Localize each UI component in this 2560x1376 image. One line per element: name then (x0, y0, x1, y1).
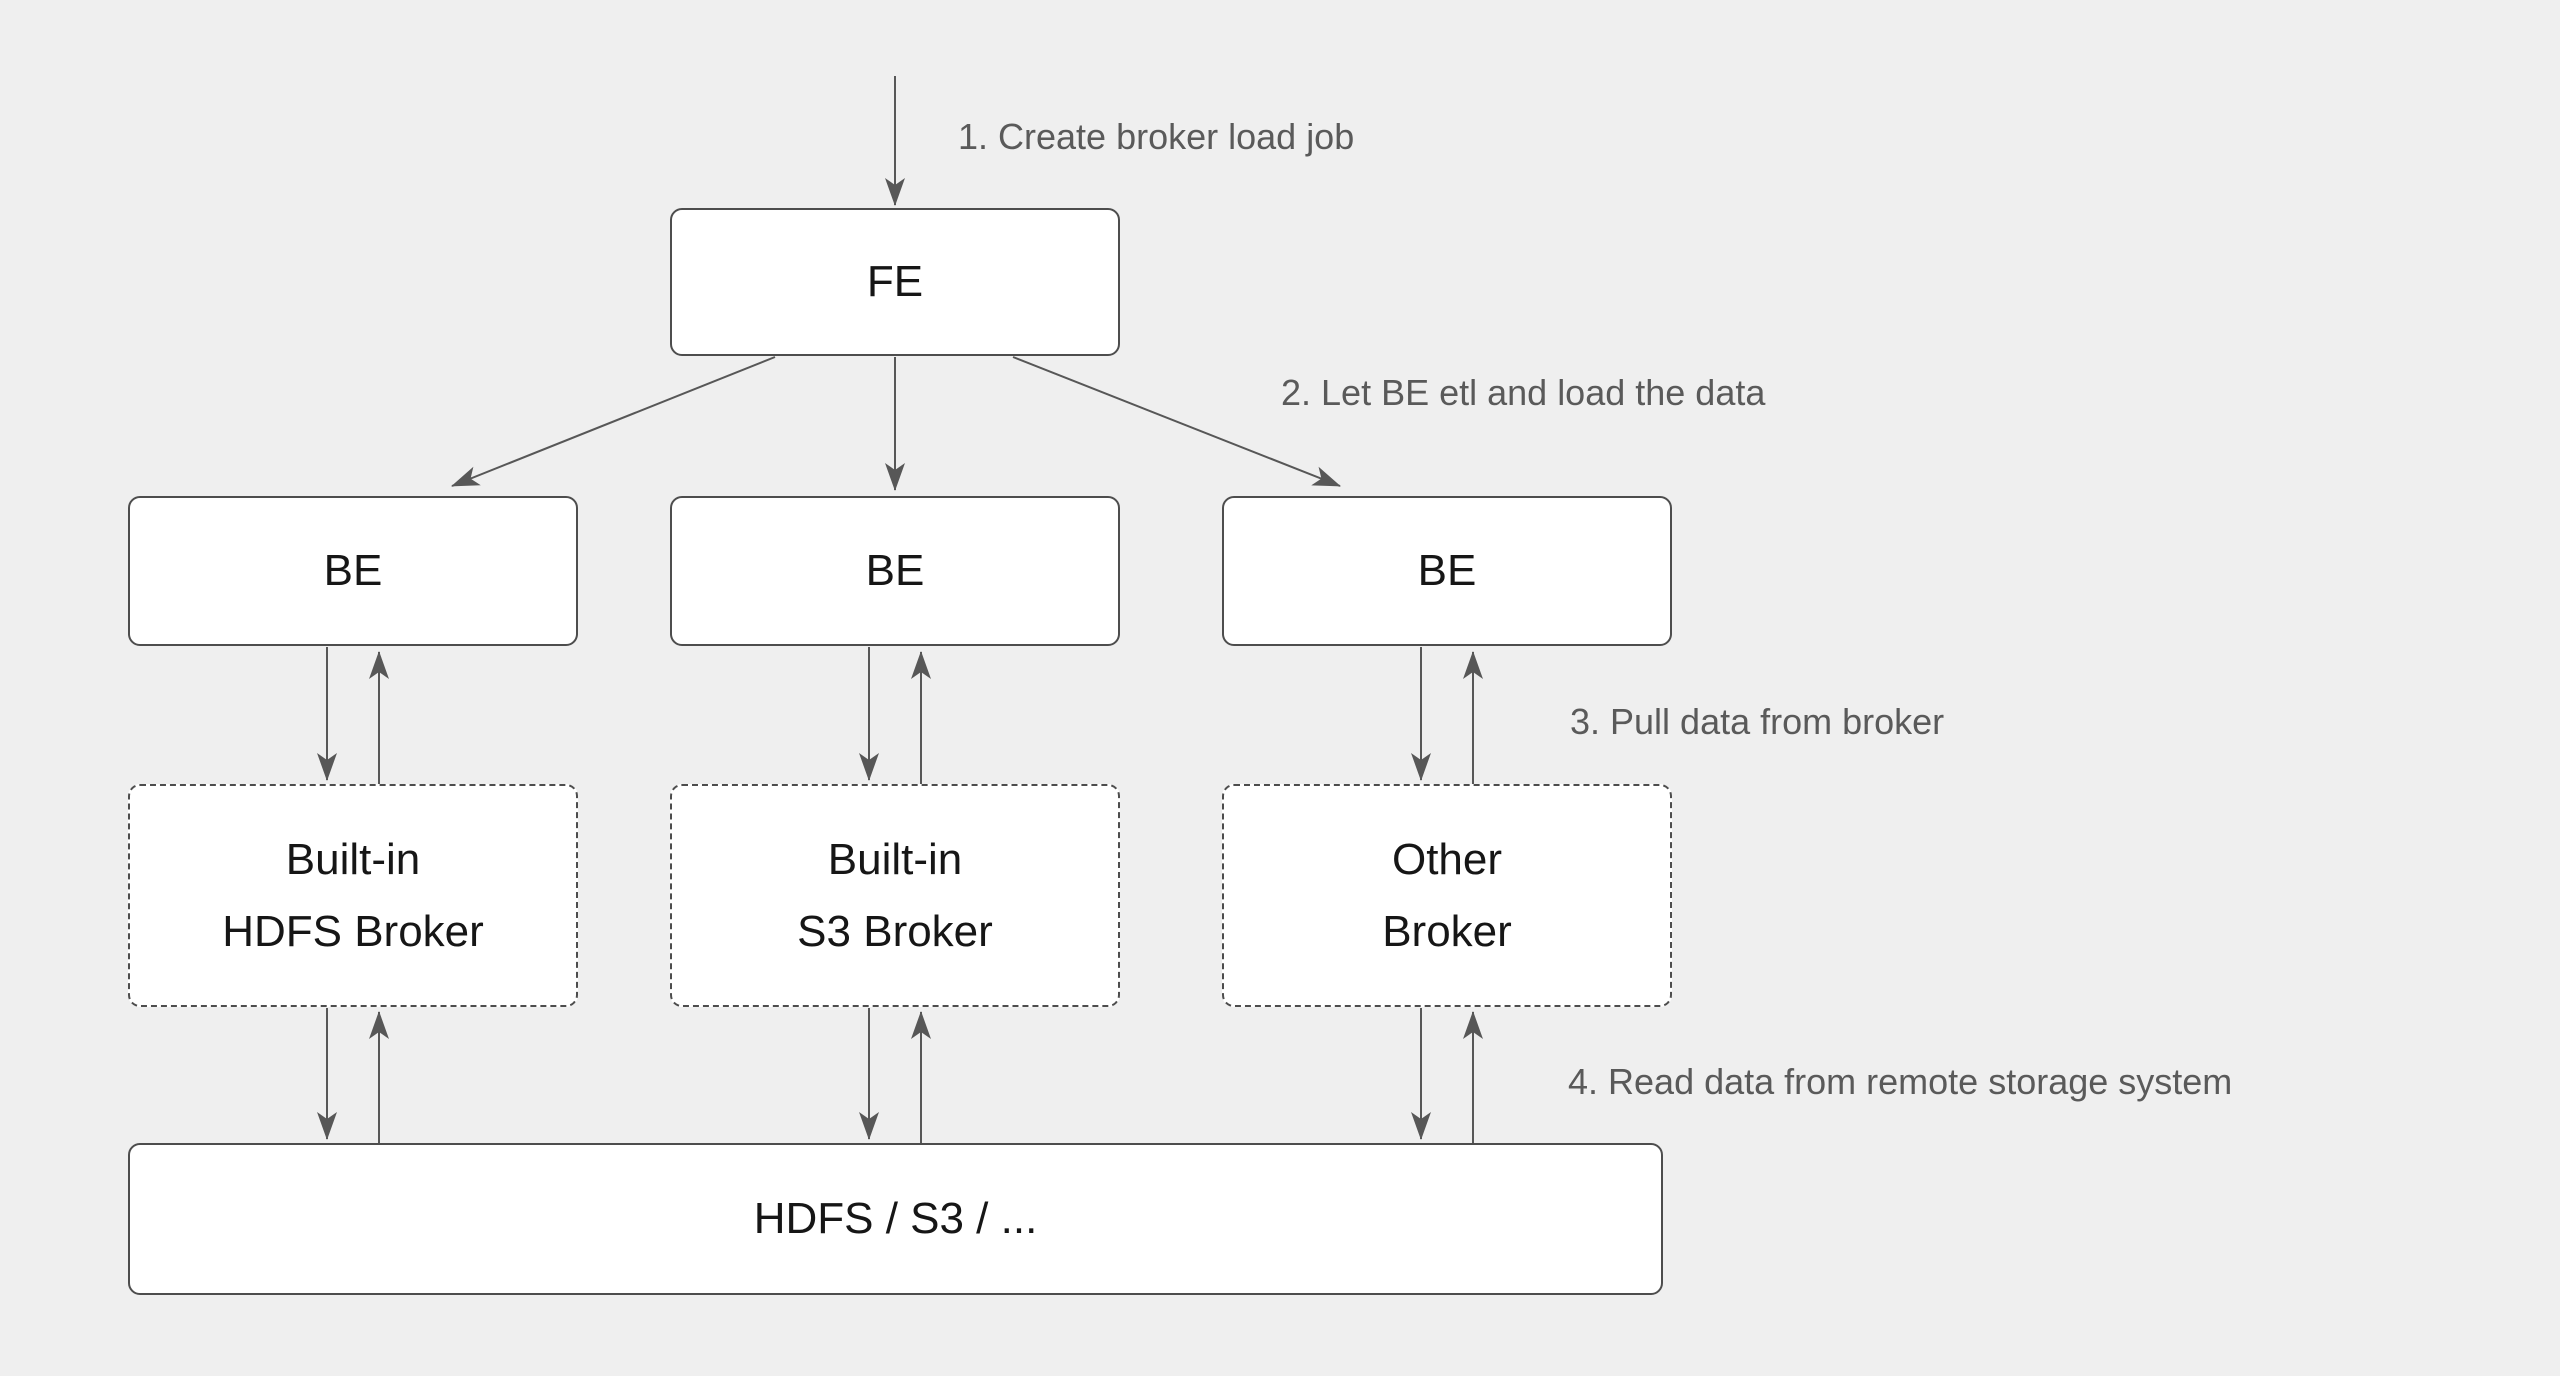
annotation-step-2: 2. Let BE etl and load the data (1281, 372, 1766, 413)
node-other-broker: Other Broker (1222, 784, 1672, 1007)
node-builtin-s3-broker: Built-in S3 Broker (670, 784, 1120, 1007)
node-builtin-hdfs-broker: Built-in HDFS Broker (128, 784, 578, 1007)
node-be-1: BE (128, 496, 578, 646)
arrow-fe-to-be-3 (1012, 356, 1341, 487)
node-builtin-s3-broker-line1: Built-in (827, 834, 963, 884)
annotation-step-4: 4. Read data from remote storage system (1568, 1061, 2233, 1102)
node-other-broker-line1: Other (1391, 834, 1503, 884)
node-fe-label: FE (866, 257, 924, 306)
annotation-step-1: 1. Create broker load job (958, 116, 1355, 157)
node-be-2-label: BE (865, 546, 925, 595)
node-builtin-s3-broker-line2: S3 Broker (797, 906, 993, 956)
annotation-step-3: 3. Pull data from broker (1570, 701, 1945, 742)
arrow-fe-to-be-1 (451, 356, 776, 487)
node-fe: FE (670, 208, 1120, 356)
node-be-3-label: BE (1417, 546, 1477, 595)
node-be-3: BE (1222, 496, 1672, 646)
node-be-1-label: BE (323, 546, 383, 595)
node-storage: HDFS / S3 / ... (128, 1143, 1663, 1295)
node-other-broker-line2: Broker (1382, 906, 1512, 956)
node-builtin-hdfs-broker-line2: HDFS Broker (222, 906, 484, 956)
node-storage-label: HDFS / S3 / ... (753, 1194, 1038, 1243)
node-builtin-hdfs-broker-line1: Built-in (285, 834, 421, 884)
node-be-2: BE (670, 496, 1120, 646)
